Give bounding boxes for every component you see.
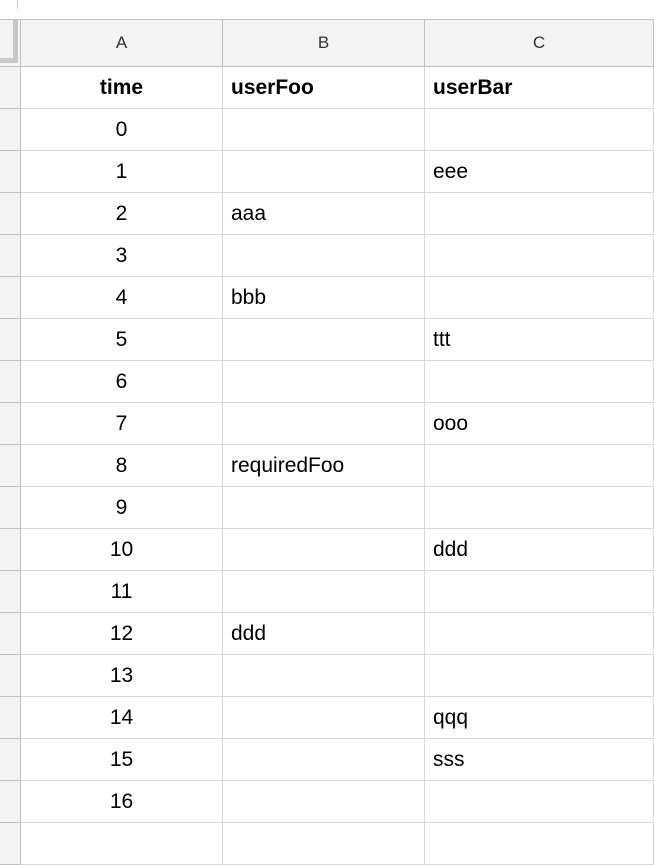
table-cell[interactable]: [223, 781, 425, 823]
table-cell[interactable]: [223, 319, 425, 361]
table-cell[interactable]: 8: [21, 445, 223, 487]
freeze-column-handle[interactable]: [13, 20, 18, 62]
table-cell[interactable]: ddd: [223, 613, 425, 655]
table-cell[interactable]: [425, 613, 654, 655]
table-cell[interactable]: [425, 235, 654, 277]
row-header[interactable]: [0, 823, 21, 865]
table-cell[interactable]: [223, 109, 425, 151]
table-cell[interactable]: 5: [21, 319, 223, 361]
row-header[interactable]: [0, 613, 21, 655]
table-cell[interactable]: eee: [425, 151, 654, 193]
table-cell[interactable]: [425, 445, 654, 487]
header-cell[interactable]: userBar: [425, 67, 654, 109]
table-cell[interactable]: requiredFoo: [223, 445, 425, 487]
table-cell[interactable]: 15: [21, 739, 223, 781]
table-cell[interactable]: qqq: [425, 697, 654, 739]
table-cell[interactable]: 16: [21, 781, 223, 823]
row-header[interactable]: [0, 655, 21, 697]
table-cell[interactable]: [425, 487, 654, 529]
table-cell[interactable]: 12: [21, 613, 223, 655]
row-header[interactable]: [0, 193, 21, 235]
row-header[interactable]: [0, 697, 21, 739]
table-cell[interactable]: [223, 529, 425, 571]
row-header[interactable]: [0, 361, 21, 403]
table-cell[interactable]: [425, 655, 654, 697]
table-cell[interactable]: 0: [21, 109, 223, 151]
row-header[interactable]: [0, 781, 21, 823]
table-cell[interactable]: [425, 109, 654, 151]
table-cell[interactable]: 1: [21, 151, 223, 193]
row-header[interactable]: [0, 487, 21, 529]
table-cell[interactable]: ooo: [425, 403, 654, 445]
table-cell[interactable]: [21, 823, 223, 865]
table-cell[interactable]: 9: [21, 487, 223, 529]
row-header[interactable]: [0, 529, 21, 571]
table-cell[interactable]: [223, 235, 425, 277]
toolbar-edge: [0, 0, 654, 20]
table-cell[interactable]: 4: [21, 277, 223, 319]
table-cell[interactable]: [425, 571, 654, 613]
table-cell[interactable]: aaa: [223, 193, 425, 235]
row-header[interactable]: [0, 277, 21, 319]
column-header-a[interactable]: A: [21, 20, 223, 67]
table-cell[interactable]: 11: [21, 571, 223, 613]
header-cell[interactable]: time: [21, 67, 223, 109]
table-cell[interactable]: [223, 739, 425, 781]
table-cell[interactable]: 2: [21, 193, 223, 235]
table-cell[interactable]: [425, 277, 654, 319]
row-header[interactable]: [0, 319, 21, 361]
table-cell[interactable]: [425, 361, 654, 403]
row-header[interactable]: [0, 403, 21, 445]
table-cell[interactable]: 7: [21, 403, 223, 445]
table-cell[interactable]: [223, 361, 425, 403]
divider: [17, 0, 18, 10]
row-header[interactable]: [0, 151, 21, 193]
table-cell[interactable]: ttt: [425, 319, 654, 361]
table-cell[interactable]: 10: [21, 529, 223, 571]
select-all-corner[interactable]: [0, 20, 21, 67]
table-cell[interactable]: ddd: [425, 529, 654, 571]
table-cell[interactable]: [425, 781, 654, 823]
table-cell[interactable]: [223, 487, 425, 529]
table-cell[interactable]: [223, 655, 425, 697]
row-header[interactable]: [0, 235, 21, 277]
table-cell[interactable]: [223, 403, 425, 445]
row-header[interactable]: [0, 109, 21, 151]
table-cell[interactable]: sss: [425, 739, 654, 781]
table-cell[interactable]: 14: [21, 697, 223, 739]
column-header-b[interactable]: B: [223, 20, 425, 67]
table-cell[interactable]: [223, 697, 425, 739]
table-cell[interactable]: 3: [21, 235, 223, 277]
row-header[interactable]: [0, 571, 21, 613]
table-cell[interactable]: [425, 193, 654, 235]
row-header[interactable]: [0, 67, 21, 109]
column-header-c[interactable]: C: [425, 20, 654, 67]
row-header[interactable]: [0, 739, 21, 781]
table-cell[interactable]: bbb: [223, 277, 425, 319]
table-cell[interactable]: 13: [21, 655, 223, 697]
table-cell[interactable]: [223, 571, 425, 613]
header-cell[interactable]: userFoo: [223, 67, 425, 109]
table-cell[interactable]: [223, 823, 425, 865]
table-cell[interactable]: [223, 151, 425, 193]
table-cell[interactable]: 6: [21, 361, 223, 403]
freeze-row-handle[interactable]: [0, 58, 18, 63]
table-cell[interactable]: [425, 823, 654, 865]
row-header[interactable]: [0, 445, 21, 487]
